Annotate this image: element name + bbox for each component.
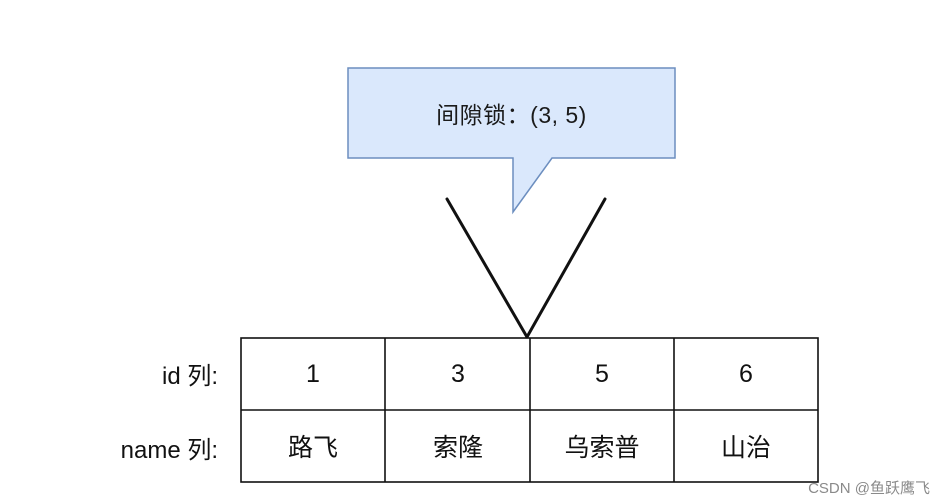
- table-cell-name: 路飞: [287, 434, 338, 462]
- table-cell-name: 山治: [720, 434, 771, 462]
- row-label-name: name 列:: [120, 437, 218, 464]
- callout-bubble: [347, 67, 676, 215]
- table-cell-id: 1: [306, 359, 320, 388]
- table-cell-id: 6: [739, 359, 753, 388]
- gap-marker-right-line: [525, 197, 607, 339]
- watermark: CSDN @鱼跃鹰飞: [808, 480, 930, 497]
- table-cell-name: 索隆: [432, 434, 483, 462]
- row-label-id: id 列:: [161, 363, 218, 390]
- gap-marker-left-line: [445, 197, 529, 339]
- table-cell-id: 3: [451, 359, 465, 388]
- table-cell-id: 5: [595, 359, 609, 388]
- table-cell-name: 乌索普: [564, 434, 640, 462]
- callout-label: 间隙锁：(3, 5): [436, 102, 587, 128]
